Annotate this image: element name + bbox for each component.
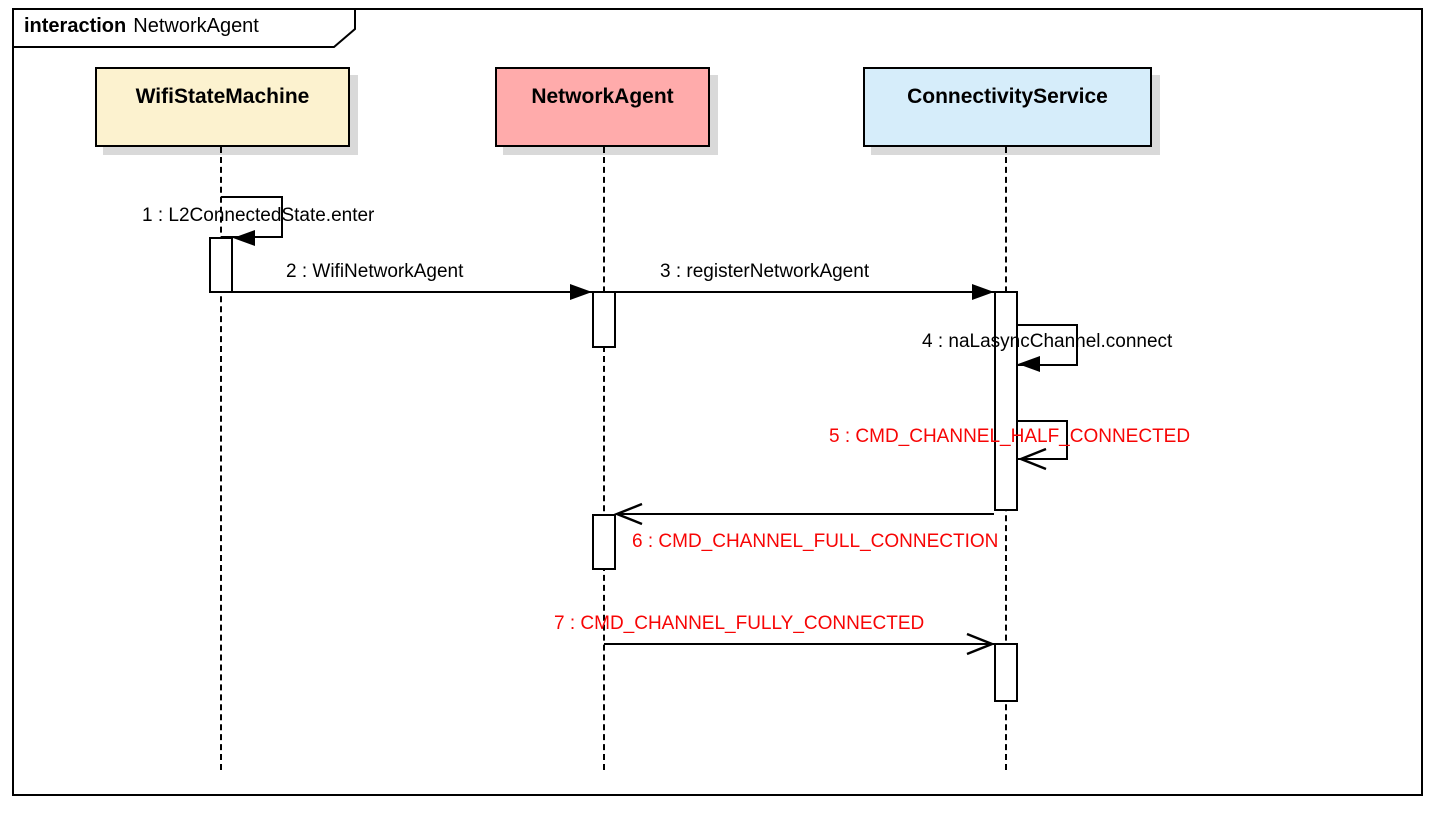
participant-networkagent: NetworkAgent: [495, 67, 710, 147]
message-2-arrowhead-icon: [570, 284, 592, 300]
message-4-arrowhead-icon: [1018, 356, 1040, 372]
message-3-line: [616, 291, 994, 293]
message-6-open-arrowhead-icon: [614, 502, 643, 526]
message-7-label: 7 : CMD_CHANNEL_FULLY_CONNECTED: [554, 613, 925, 634]
message-5-label: 5 : CMD_CHANNEL_HALF_CONNECTED: [829, 426, 1191, 447]
message-1-label: 1 : L2ConnectedState.enter: [142, 205, 375, 226]
message-1-arrowhead-icon: [233, 230, 255, 246]
lifeline-networkagent: [603, 147, 605, 770]
message-4-self-loop: [1018, 324, 1078, 366]
message-6-line: [616, 513, 994, 515]
message-7-open-arrowhead-icon: [966, 632, 995, 656]
message-2-label: 2 : WifiNetworkAgent: [286, 261, 464, 282]
activation-connectivityservice-1: [994, 291, 1018, 511]
frame-name: NetworkAgent: [133, 15, 259, 37]
message-5-self-loop: [1018, 420, 1068, 460]
message-7-line: [604, 643, 994, 645]
activation-connectivityservice-2: [994, 643, 1018, 702]
message-5-open-arrowhead-icon: [1018, 447, 1047, 471]
activation-networkagent-1: [592, 291, 616, 348]
lifeline-wifistatemachine: [220, 147, 222, 770]
activation-networkagent-2: [592, 514, 616, 570]
message-2-line: [233, 291, 592, 293]
participant-connectivityservice: ConnectivityService: [863, 67, 1152, 147]
message-6-label: 6 : CMD_CHANNEL_FULL_CONNECTION: [632, 531, 999, 552]
frame-keyword: interaction: [24, 15, 127, 37]
participant-wifistatemachine: WifiStateMachine: [95, 67, 350, 147]
activation-wifistatemachine: [209, 237, 233, 293]
message-3-label: 3 : registerNetworkAgent: [660, 261, 870, 282]
message-4-label: 4 : naLasyncChannel.connect: [922, 331, 1173, 352]
frame-title: interaction NetworkAgent: [24, 15, 259, 38]
message-3-arrowhead-icon: [972, 284, 994, 300]
frame-title-tab: [12, 8, 356, 48]
